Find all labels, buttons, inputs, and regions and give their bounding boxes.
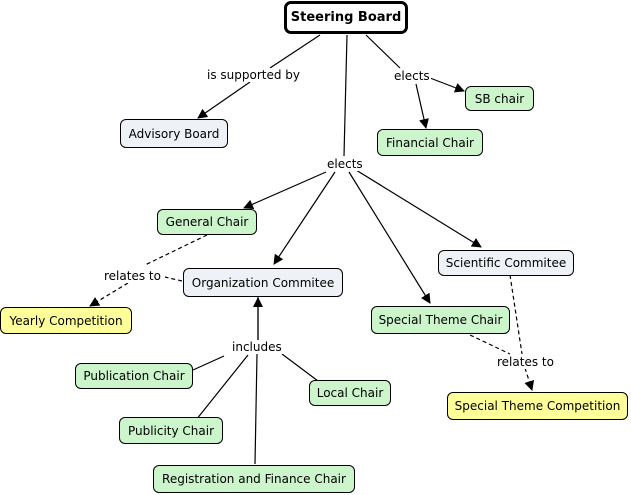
edge-includes-publication [192,355,225,371]
edge-elects-financial [415,83,429,129]
node-steering-board[interactable]: Steering Board [284,1,408,34]
node-scientific-commitee[interactable]: Scientific Commitee [438,250,574,276]
edge-org-relates [164,276,183,282]
link-label-is-supported-by: is supported by [206,68,302,82]
edge-relates-stcomp [524,367,535,391]
edge-scientific-relates [509,274,523,355]
edge-elects-sbchair [429,77,465,93]
link-label-elects-top: elects [393,69,431,83]
edge-relates-yearly [89,282,129,307]
node-special-theme-competition[interactable]: Special Theme Competition [447,392,628,420]
node-registration-finance-chair[interactable]: Registration and Finance Chair [153,465,355,493]
link-label-relates-to-left: relates to [103,269,162,283]
edge-special-relates [469,334,511,355]
edge-includes-registration [254,353,258,465]
link-label-includes: includes [231,340,283,354]
edge-includes-publicity [195,354,249,421]
node-advisory-board[interactable]: Advisory Board [120,119,228,148]
node-general-chair[interactable]: General Chair [157,209,257,235]
node-sb-chair[interactable]: SB chair [465,86,534,111]
node-publication-chair[interactable]: Publication Chair [75,363,193,389]
edge-sb-elects-center [343,34,348,157]
node-organization-commitee[interactable]: Organization Commitee [183,268,343,297]
edge-elects-scientific [355,169,482,248]
node-financial-chair[interactable]: Financial Chair [377,129,483,156]
edge-general-relates [144,234,208,266]
link-label-relates-to-right: relates to [496,355,555,369]
node-local-chair[interactable]: Local Chair [309,380,391,406]
edge-sb-supported [269,34,321,69]
edge-elects-general [243,171,327,209]
edge-sb-elects-top [365,34,401,69]
node-special-theme-chair[interactable]: Special Theme Chair [371,306,510,334]
edge-includes-local [281,353,319,382]
edge-elects-special [348,171,431,304]
link-label-elects-center: elects [326,157,364,171]
edge-elects-org [273,171,336,265]
edge-supported-advisory [197,81,251,119]
node-publicity-chair[interactable]: Publicity Chair [119,417,223,444]
node-yearly-competition[interactable]: Yearly Competition [0,307,132,334]
